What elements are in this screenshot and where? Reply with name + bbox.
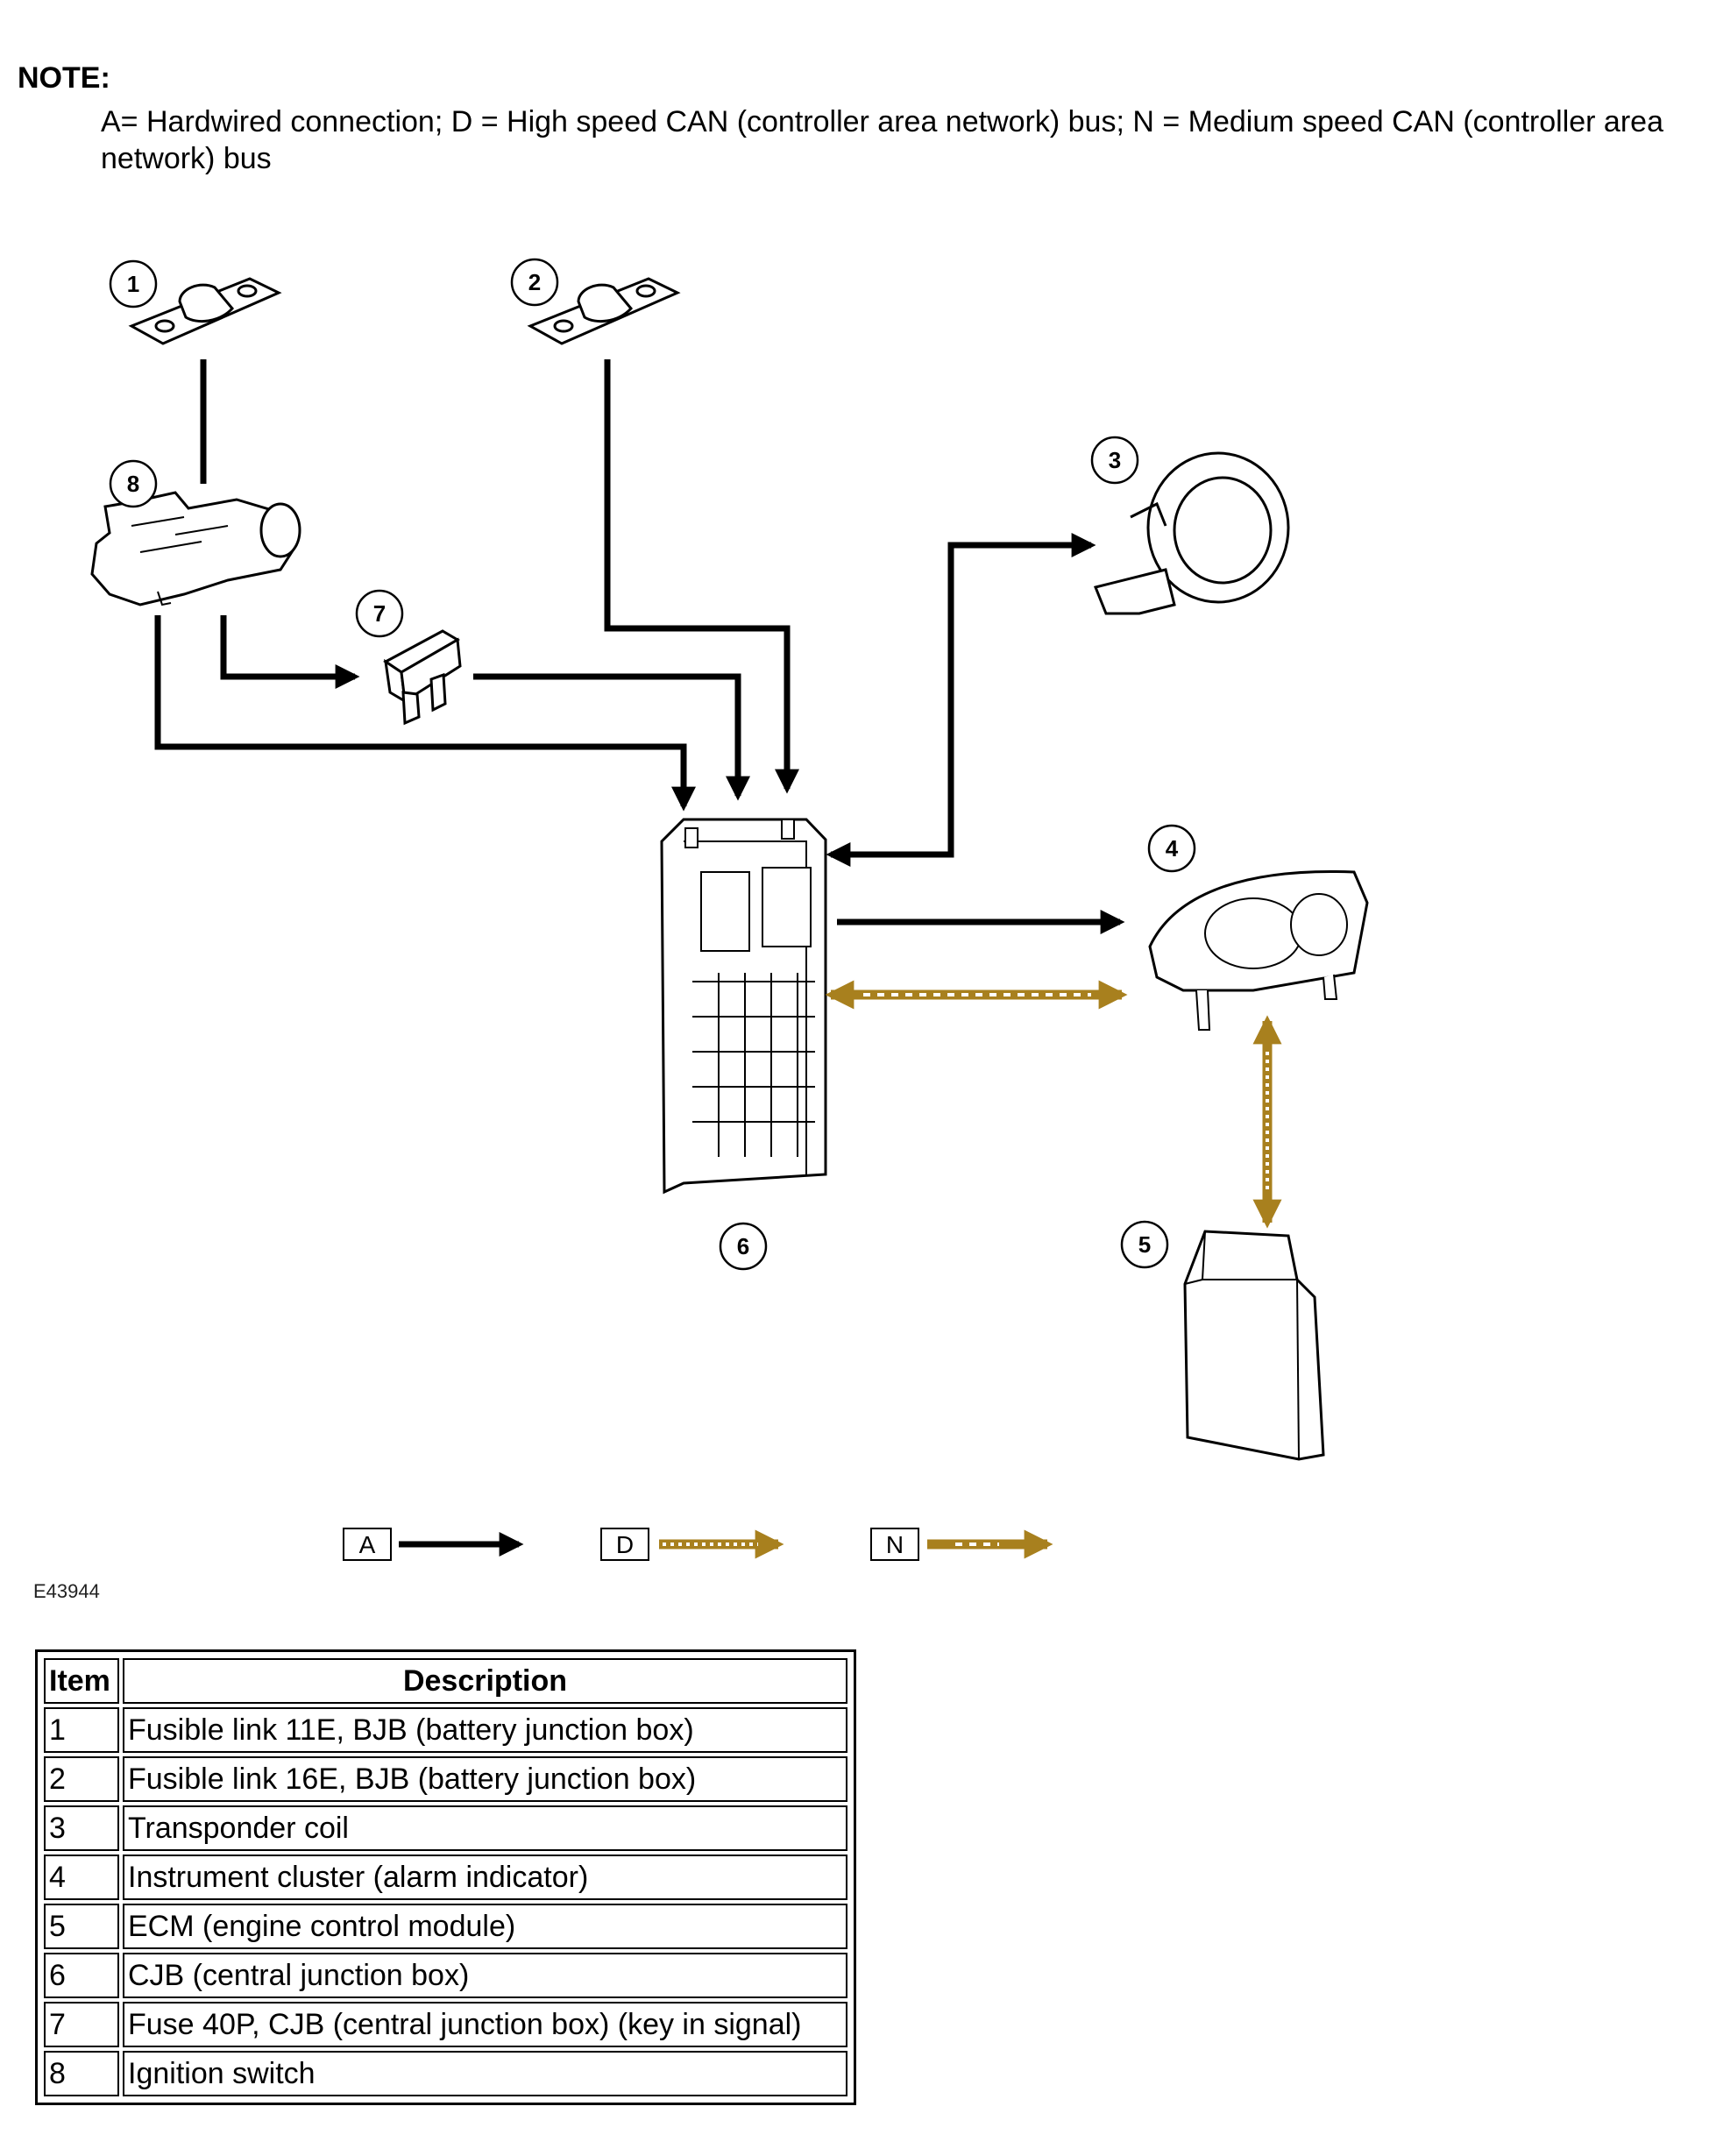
table-header-row: Item Description xyxy=(44,1658,847,1704)
callout-5-circle xyxy=(1120,1220,1169,1269)
callout-4-circle xyxy=(1147,824,1196,873)
item-number: 4 xyxy=(44,1855,119,1900)
can-connections xyxy=(825,980,1282,1229)
item-number: 2 xyxy=(44,1756,119,1802)
item-description: Instrument cluster (alarm indicator) xyxy=(123,1855,847,1900)
legend-letter-d: D xyxy=(616,1531,634,1558)
item-header: Item xyxy=(44,1658,119,1704)
item-description: Fusible link 16E, BJB (battery junction … xyxy=(123,1756,847,1802)
callout-8: 8 xyxy=(127,471,139,497)
callout-1-circle xyxy=(109,259,158,309)
legend-letter-n: N xyxy=(886,1531,904,1558)
item-number: 6 xyxy=(44,1953,119,1998)
callout-6: 6 xyxy=(737,1233,749,1259)
transponder-coil xyxy=(1093,451,1290,615)
wire-3-to-6 xyxy=(826,533,1096,867)
callout-2-circle xyxy=(510,258,559,307)
callout-5: 5 xyxy=(1138,1231,1151,1258)
fusible-link-1 xyxy=(128,277,282,345)
wire-7-to-6 xyxy=(473,673,750,801)
callout-1: 1 xyxy=(127,271,139,297)
callout-7: 7 xyxy=(373,600,386,627)
central-junction-box xyxy=(660,818,827,1195)
note-heading: NOTE: xyxy=(18,61,110,95)
instrument-cluster xyxy=(1148,869,1369,1031)
item-description: Fuse 40P, CJB (central junction box) (ke… xyxy=(123,2002,847,2047)
legend: A D N xyxy=(343,1528,1053,1561)
wire-2-to-6 xyxy=(604,359,799,794)
item-number: 1 xyxy=(44,1707,119,1753)
callout-2: 2 xyxy=(528,269,541,295)
note-text: A= Hardwired connection; D = High speed … xyxy=(101,105,1663,175)
legend-letter-a: A xyxy=(359,1531,376,1558)
legend-box-d xyxy=(600,1528,649,1561)
item-description: CJB (central junction box) xyxy=(123,1953,847,1998)
item-description: Transponder coil xyxy=(123,1805,847,1851)
wire-8-to-7 xyxy=(220,615,360,689)
item-description: Ignition switch xyxy=(123,2051,847,2096)
wire-8-to-6 xyxy=(154,615,696,812)
legend-box-a xyxy=(343,1528,392,1561)
callout-3-circle xyxy=(1090,436,1139,485)
ignition-switch xyxy=(90,491,301,606)
wiring-diagram: 1 2 8 7 3 xyxy=(90,258,1369,1561)
callout-8-circle xyxy=(109,459,158,508)
callout-4: 4 xyxy=(1166,835,1179,862)
callout-6-circle xyxy=(719,1222,768,1271)
item-number: 3 xyxy=(44,1805,119,1851)
figure-reference: E43944 xyxy=(33,1580,100,1602)
hardwired-connections xyxy=(154,359,1125,934)
item-number: 8 xyxy=(44,2051,119,2096)
item-number: 7 xyxy=(44,2002,119,2047)
callout-7-circle xyxy=(355,589,404,638)
item-number: 5 xyxy=(44,1904,119,1949)
item-description: Fusible link 11E, BJB (battery junction … xyxy=(123,1707,847,1753)
fusible-link-2 xyxy=(527,277,681,345)
engine-control-module xyxy=(1183,1230,1325,1461)
legend-box-n xyxy=(870,1528,919,1561)
description-header: Description xyxy=(123,1658,847,1704)
fuse-40p xyxy=(383,629,462,726)
callout-3: 3 xyxy=(1109,447,1121,473)
item-description: ECM (engine control module) xyxy=(123,1904,847,1949)
